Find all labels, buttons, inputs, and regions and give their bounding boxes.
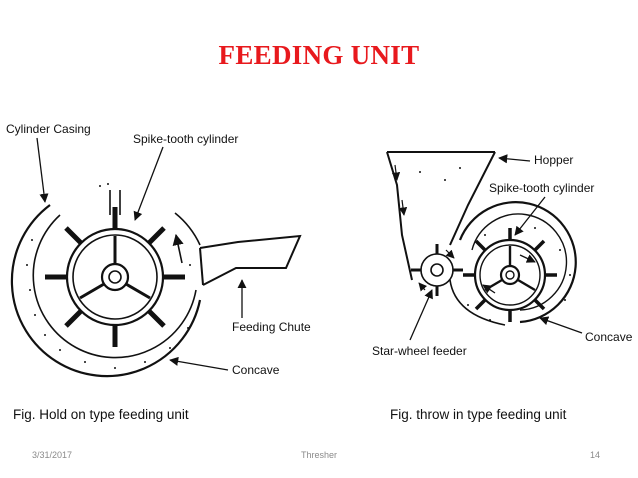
left-feeding-chute — [199, 234, 302, 286]
left-concave-outer — [10, 204, 202, 378]
caption-throw-in-type: Fig. throw in type feeding unit — [390, 407, 567, 422]
right-hopper-front — [449, 151, 496, 246]
star-wheel-teeth — [411, 244, 463, 296]
left-cylinder-spokes — [79, 236, 151, 300]
right-spike-teeth — [463, 228, 557, 322]
footer-date: 3/31/2017 — [32, 450, 73, 460]
label-hopper: Hopper — [534, 153, 573, 167]
star-wheel-hub — [430, 263, 444, 277]
throw-in-feeder-diagram — [386, 151, 583, 341]
label-spike-tooth-cylinder-left: Spike-tooth cylinder — [133, 132, 238, 146]
right-concave-inner — [471, 213, 568, 311]
left-spike-teeth — [45, 207, 185, 347]
right-hopper — [386, 151, 413, 281]
left-casing-top — [174, 212, 201, 246]
label-feeding-chute: Feeding Chute — [232, 320, 311, 334]
left-cylinder-shaft — [108, 270, 122, 284]
slide-title: FEEDING UNIT — [218, 40, 420, 70]
right-concave-outer — [458, 201, 577, 324]
left-concave-grain — [26, 239, 191, 369]
label-spike-tooth-cylinder-right: Spike-tooth cylinder — [489, 181, 594, 195]
right-cylinder-rim-inner — [479, 244, 541, 306]
caption-hold-on-type: Fig. Hold on type feeding unit — [13, 407, 189, 422]
label-concave-right: Concave — [585, 330, 633, 344]
star-wheel-outer — [420, 253, 454, 287]
label-concave-left: Concave — [232, 363, 280, 377]
right-cylinder-hub — [499, 264, 521, 286]
footer-page-number: 14 — [590, 450, 601, 460]
hold-on-feeder-diagram — [10, 137, 302, 378]
left-cylinder-rim-inner — [72, 234, 158, 320]
label-star-wheel-feeder: Star-wheel feeder — [372, 344, 467, 358]
label-cylinder-casing: Cylinder Casing — [6, 122, 91, 136]
left-concave-inner — [32, 214, 197, 359]
left-rotation-arrow — [172, 233, 184, 264]
left-cylinder-hub — [100, 262, 130, 292]
footer-title: Thresher — [300, 450, 337, 460]
right-concave-grain — [467, 227, 571, 321]
